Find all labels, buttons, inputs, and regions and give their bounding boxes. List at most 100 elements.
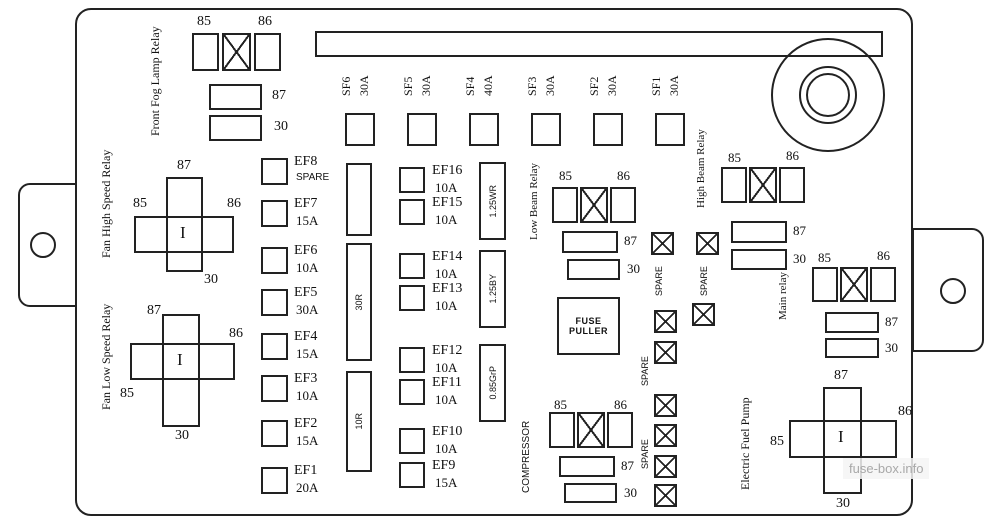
front-fog-pin87-label: 87 (272, 88, 286, 103)
fuse-ef1-name: EF1 (294, 463, 318, 478)
fan-high-vertical-box (166, 177, 203, 272)
spare-fuse-slot (651, 232, 674, 255)
main-relay-pin30-label: 30 (885, 340, 898, 355)
high-beam-pin85-label: 85 (728, 150, 741, 165)
main-relay-label: Main relay (777, 272, 789, 320)
fan-high-relay-label: Fan High Speed Relay (99, 149, 113, 258)
bolt-hole-right (940, 278, 966, 304)
fuse-sf6-slot (345, 113, 375, 146)
fuse-ef11-name: EF11 (432, 375, 462, 390)
fuse-ef12-slot (399, 347, 425, 373)
main-relay-pin85-box (812, 267, 838, 302)
front-fog-pin30-box (209, 115, 262, 141)
fuse-ef15-slot (399, 199, 425, 225)
high-beam-pin86-label: 86 (786, 148, 799, 163)
high-beam-pin30-box (731, 249, 787, 270)
low-beam-pin85-label: 85 (559, 168, 572, 183)
fuel-pump-horizontal-box (789, 420, 897, 458)
fuse-puller-line1: FUSE (575, 316, 602, 326)
ef-left-wire-mid-code: 30R (354, 293, 364, 311)
fuse-ef2-amp: 15A (296, 433, 319, 448)
fan-low-horizontal-box (130, 343, 235, 380)
fuel-pump-pin85-label: 85 (770, 434, 784, 449)
fuse-sf5-slot (407, 113, 437, 146)
ef-left-wire-block-top (346, 163, 372, 236)
low-beam-pin87-label: 87 (624, 233, 637, 248)
compressor-pin87-box (559, 456, 615, 477)
main-relay-pin86-label: 86 (877, 248, 890, 263)
front-fog-pin86-box (254, 33, 281, 71)
fuse-ef10-slot (399, 428, 425, 454)
spare-label: SPARE (654, 266, 664, 296)
fan-high-pin86-label: 86 (227, 196, 241, 211)
high-beam-coil-box (749, 167, 777, 203)
compressor-pin30-label: 30 (624, 485, 637, 500)
watermark: fuse-box.info (843, 458, 930, 479)
fuse-puller-box: FUSE PULLER (557, 297, 620, 355)
main-relay-pin85-label: 85 (818, 250, 831, 265)
fuse-ef3-name: EF3 (294, 371, 318, 386)
ef-mid-wire-block-1: 1.25WR (479, 162, 506, 240)
fuse-ef9-name: EF9 (432, 458, 456, 473)
spare-label: SPARE (640, 356, 650, 386)
fuse-ef2-name: EF2 (294, 416, 318, 431)
high-beam-relay-label: High Beam Relay (695, 129, 707, 209)
front-fog-relay-label: Front Fog Lamp Relay (148, 26, 162, 136)
fuse-ef14-name: EF14 (432, 249, 463, 264)
compressor-pin30-box (564, 483, 617, 503)
fuel-pump-pin30-label: 30 (836, 496, 850, 511)
low-beam-relay-label: Low Beam Relay (528, 163, 540, 241)
ef-left-wire-block-bottom: 10R (346, 371, 372, 472)
spare-fuse-slot (654, 310, 677, 333)
fuse-sf3-name: SF3 (525, 76, 539, 96)
fan-high-center-contact: I (180, 223, 186, 242)
fuse-ef8-name: EF8 (294, 154, 318, 169)
low-beam-pin30-box (567, 259, 620, 280)
fuse-ef9-amp: 15A (435, 475, 458, 490)
fuel-pump-pin87-label: 87 (834, 368, 848, 383)
bolt-hole-left (30, 232, 56, 258)
ef-left-wire-bottom-code: 10R (354, 413, 364, 430)
fan-low-pin87-label: 87 (147, 303, 161, 318)
fuse-ef2-slot (261, 420, 288, 447)
main-relay-pin86-box (870, 267, 896, 302)
fuse-ef13-name: EF13 (432, 281, 463, 296)
fuse-ef6-slot (261, 247, 288, 274)
fan-low-center-contact: I (177, 350, 183, 369)
front-fog-pin87-box (209, 84, 262, 110)
fuse-sf1-name: SF1 (649, 76, 663, 96)
fuse-sf5-amp: 30A (419, 75, 433, 97)
fuse-ef15-name: EF15 (432, 195, 463, 210)
fuse-ef3-amp: 10A (296, 388, 319, 403)
low-beam-pin30-label: 30 (627, 261, 640, 276)
fuse-ef12-name: EF12 (432, 343, 463, 358)
fuse-ef1-slot (261, 467, 288, 494)
fuse-ef4-slot (261, 333, 288, 360)
fuse-ef10-amp: 10A (435, 441, 458, 456)
main-relay-pin87-label: 87 (885, 314, 898, 329)
ef-left-wire-block-mid: 30R (346, 243, 372, 361)
low-beam-pin86-box (610, 187, 636, 223)
fuse-ef11-slot (399, 379, 425, 405)
compressor-pin86-label: 86 (614, 397, 627, 412)
main-relay-coil-box (840, 267, 868, 302)
fuse-sf6-name: SF6 (339, 76, 353, 96)
fuel-pump-pin86-label: 86 (898, 404, 912, 419)
fuse-ef8-slot (261, 158, 288, 185)
fuse-sf2-slot (593, 113, 623, 146)
ef-mid-wire-code-1: 1.25WR (487, 184, 498, 218)
front-fog-pin30-label: 30 (274, 119, 288, 134)
fuse-sf3-amp: 30A (543, 75, 557, 97)
fuse-ef11-amp: 10A (435, 392, 458, 407)
high-beam-pin30-label: 30 (793, 251, 806, 266)
spare-fuse-slot (654, 424, 677, 447)
mounting-tab-right (912, 228, 984, 352)
low-beam-pin87-box (562, 231, 618, 253)
fan-high-pin85-label: 85 (133, 196, 147, 211)
fuse-ef15-amp: 10A (435, 212, 458, 227)
fuse-ef9-slot (399, 462, 425, 488)
fan-low-pin30-label: 30 (175, 428, 189, 443)
fuse-ef12-amp: 10A (435, 360, 458, 375)
front-fog-pin85-label: 85 (197, 14, 211, 29)
fuse-ef6-amp: 10A (296, 260, 319, 275)
